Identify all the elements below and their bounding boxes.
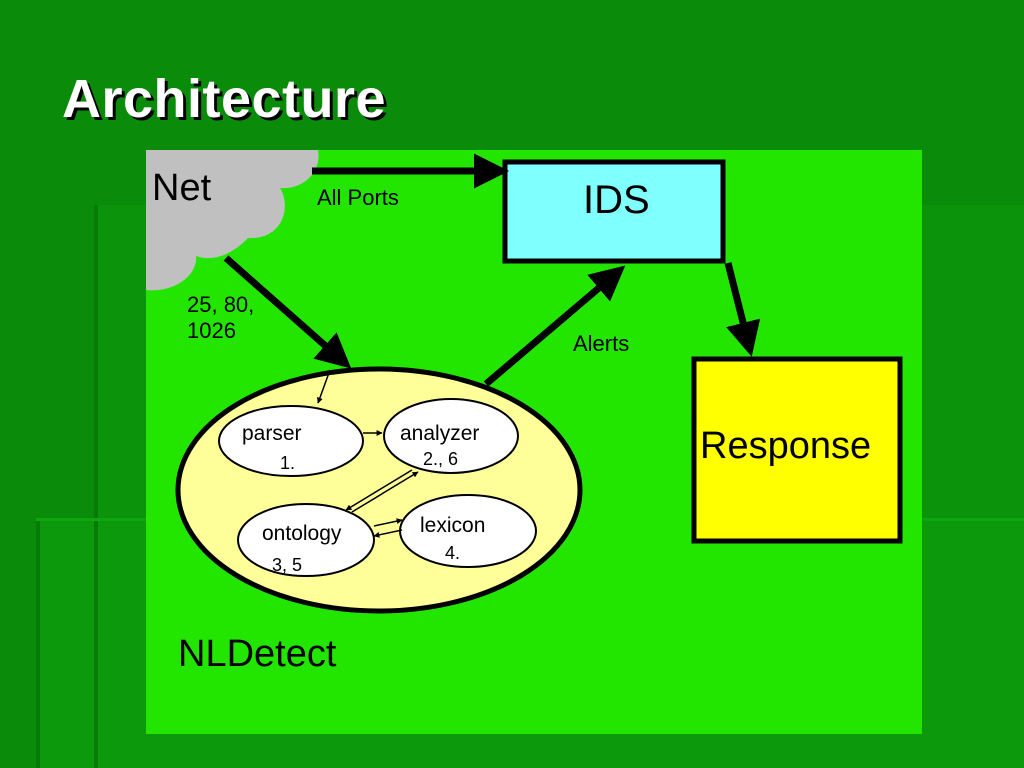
- analyzer-name: analyzer: [400, 422, 480, 445]
- ontology-step: 3, 5: [272, 555, 303, 575]
- background-band-edge: [36, 518, 40, 768]
- arrow-into-parser: [317, 369, 331, 404]
- nldetect-label: NLDetect: [178, 633, 337, 675]
- arrow-lexicon-to-ontology: [373, 529, 403, 538]
- lexicon-step: 4.: [445, 543, 461, 563]
- parser-step: 1.: [280, 453, 296, 473]
- lexicon-name: lexicon: [420, 514, 486, 537]
- analyzer-node: [383, 398, 519, 474]
- analyzer-step: 2., 6: [423, 449, 459, 469]
- arrow-net-to-nldetect: [223, 255, 352, 369]
- arrow-analyzer-to-ontology: [345, 469, 413, 511]
- all-ports-label: All Ports: [317, 185, 399, 210]
- net-cloud: [146, 150, 319, 291]
- parser-node: [218, 405, 364, 477]
- ids-label: IDS: [583, 178, 650, 222]
- arrow-nldetect-to-ids: [483, 265, 626, 387]
- slide-title: Architecture: [62, 69, 387, 129]
- arrow-ontology-to-analyzer: [351, 471, 419, 513]
- response-label: Response: [700, 425, 872, 467]
- ports-label-line: 1026: [187, 318, 236, 343]
- background-band-edge: [94, 205, 98, 768]
- ports-label-line: 25, 80,: [187, 292, 255, 317]
- ontology-node: [237, 503, 375, 577]
- alerts-label: Alerts: [573, 331, 630, 356]
- ports-label: 25, 80, 1026: [187, 292, 254, 344]
- net-label: Net: [152, 167, 212, 209]
- response-box: [691, 356, 903, 544]
- arrow-ids-to-response: [724, 262, 761, 357]
- arrow-ontology-to-lexicon: [373, 518, 403, 527]
- parser-name: parser: [242, 422, 302, 445]
- ontology-name: ontology: [262, 522, 342, 545]
- ids-box: [502, 159, 726, 264]
